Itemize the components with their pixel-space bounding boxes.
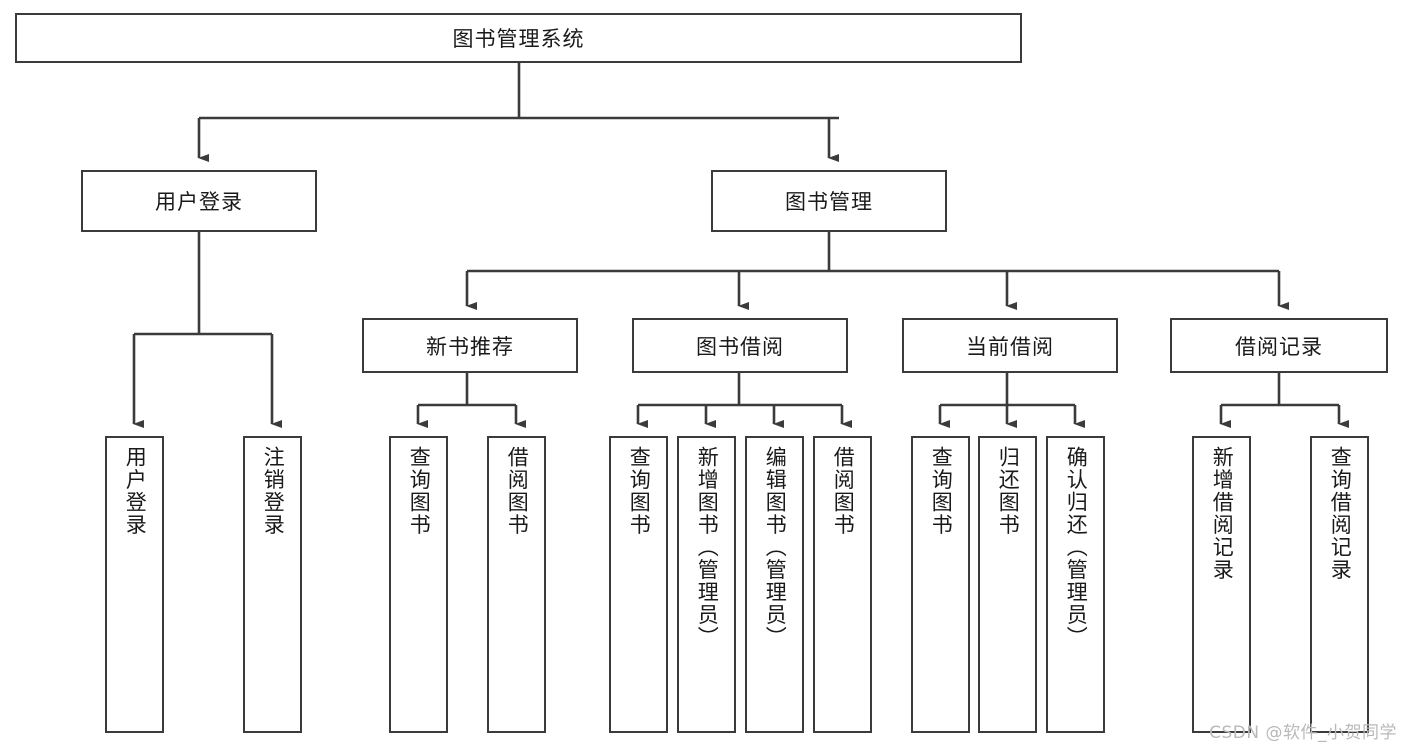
node-current-borrow[interactable]: 当前借阅 [902, 318, 1118, 373]
watermark: CSDN @软件_小贺同学 [1209, 723, 1397, 743]
node-leaf-br-add-record[interactable]: 新增借阅记录 [1192, 436, 1251, 733]
leaf-label: 查询图书 [929, 446, 954, 536]
node-leaf-bb-edit-book[interactable]: 编辑图书（管理员） [745, 436, 804, 733]
node-leaf-cb-confirm-return[interactable]: 确认归还（管理员） [1046, 436, 1105, 733]
node-book-borrow[interactable]: 图书借阅 [632, 318, 848, 373]
leaf-label: 新增图书（管理员） [695, 446, 720, 649]
leaf-label: 编辑图书（管理员） [763, 446, 788, 649]
node-leaf-cb-return-book[interactable]: 归还图书 [978, 436, 1037, 733]
node-book-manage-label: 图书管理 [785, 190, 873, 214]
node-root-label: 图书管理系统 [452, 27, 585, 51]
leaf-label: 归还图书 [996, 446, 1021, 536]
node-leaf-bb-borrow-book[interactable]: 借阅图书 [813, 436, 872, 733]
leaf-label: 用户登录 [123, 446, 148, 536]
leaf-label: 借阅图书 [505, 446, 530, 536]
node-leaf-logout[interactable]: 注销登录 [243, 436, 302, 733]
node-user-login[interactable]: 用户登录 [81, 170, 317, 232]
node-leaf-nb-query-book[interactable]: 查询图书 [389, 436, 448, 733]
node-new-book[interactable]: 新书推荐 [362, 318, 578, 373]
leaf-label: 借阅图书 [831, 446, 856, 536]
node-book-borrow-label: 图书借阅 [696, 334, 784, 359]
node-leaf-nb-borrow-book[interactable]: 借阅图书 [487, 436, 546, 733]
leaf-label: 查询图书 [627, 446, 652, 536]
node-leaf-cb-query-book[interactable]: 查询图书 [911, 436, 970, 733]
leaf-label: 查询借阅记录 [1328, 446, 1353, 581]
node-leaf-bb-add-book[interactable]: 新增图书（管理员） [677, 436, 736, 733]
node-leaf-user-login[interactable]: 用户登录 [105, 436, 164, 733]
node-book-manage[interactable]: 图书管理 [711, 170, 947, 232]
node-new-book-label: 新书推荐 [426, 334, 514, 359]
leaf-label: 注销登录 [261, 446, 286, 536]
leaf-label: 新增借阅记录 [1210, 446, 1235, 581]
node-root[interactable]: 图书管理系统 [15, 13, 1022, 63]
node-borrow-record-label: 借阅记录 [1235, 334, 1323, 359]
node-current-borrow-label: 当前借阅 [966, 334, 1054, 359]
node-user-login-label: 用户登录 [155, 190, 243, 214]
leaf-label: 确认归还（管理员） [1064, 446, 1089, 649]
leaf-label: 查询图书 [407, 446, 432, 536]
node-leaf-br-query-record[interactable]: 查询借阅记录 [1310, 436, 1369, 733]
node-leaf-bb-query-book[interactable]: 查询图书 [609, 436, 668, 733]
node-borrow-record[interactable]: 借阅记录 [1170, 318, 1388, 373]
